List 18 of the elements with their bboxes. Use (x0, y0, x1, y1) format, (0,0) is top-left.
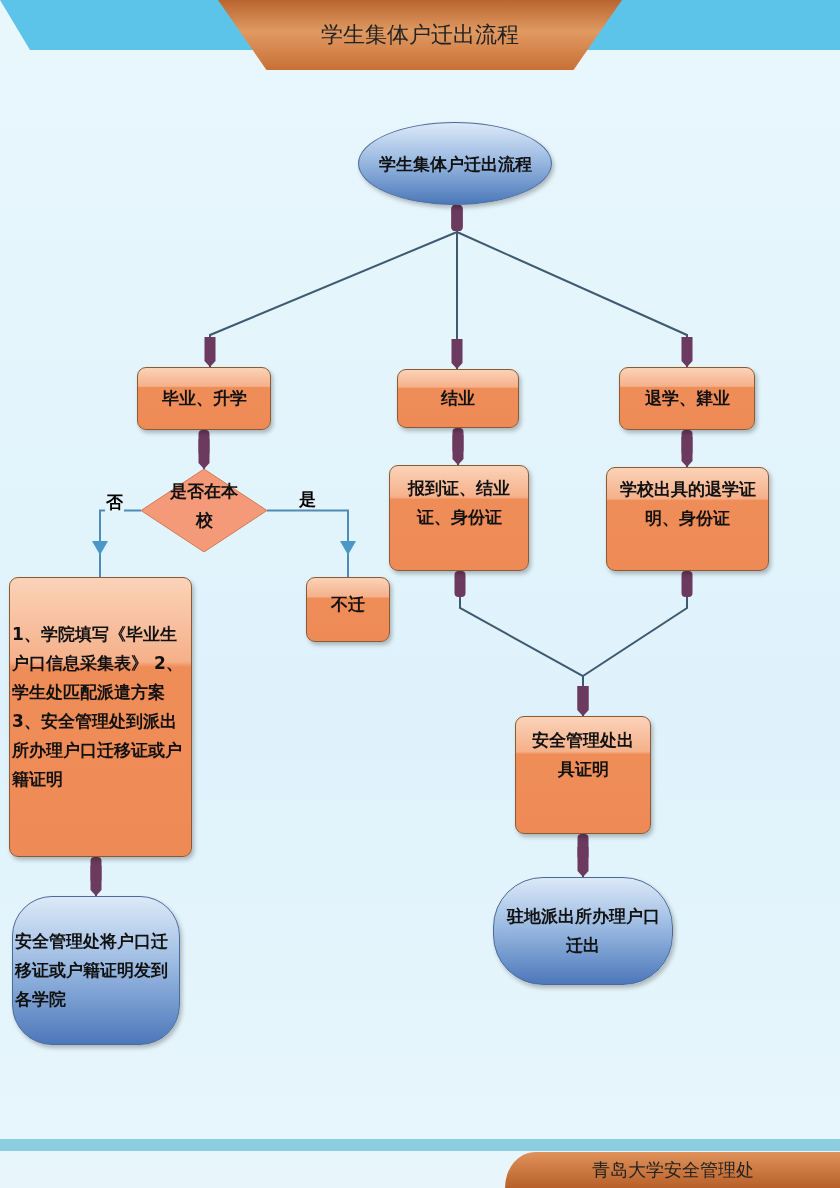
process-box: 毕业、升学 (137, 367, 271, 430)
edge-label: 否 (105, 492, 124, 512)
start-ellipse: 学生集体户迁出流程 (358, 122, 552, 205)
process-box: 退学、肄业 (619, 367, 755, 430)
process-box: 不迁 (306, 577, 390, 642)
process-box: 报到证、结业证、身份证 (389, 465, 529, 571)
decision-diamond: 是否在本校 (141, 469, 267, 552)
connector-arrow (266, 509, 356, 578)
end-box: 安全管理处将户口迁移证或户籍证明发到各学院 (12, 896, 180, 1045)
process-box: 学校出具的退学证明、身份证 (606, 467, 769, 571)
process-box: 结业 (397, 369, 519, 428)
title-banner: 学生集体户迁出流程 (218, 0, 622, 70)
edge-label: 是 (298, 489, 317, 509)
connector-arrow (92, 509, 142, 578)
footer-label: 青岛大学安全管理处 (505, 1152, 840, 1188)
process-box: 1、学院填写《毕业生户口信息采集表》 2、学生处匹配派遣方案 3、安全管理处到派出所办理户口迁移证或户籍证明 (9, 577, 192, 857)
end-box: 驻地派出所办理户口迁出 (493, 877, 673, 985)
process-box: 安全管理处出具证明 (515, 716, 651, 834)
